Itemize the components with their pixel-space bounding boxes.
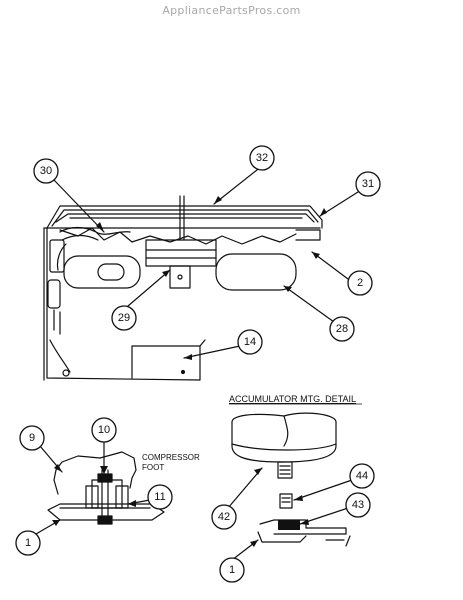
callout-29: 29 <box>118 312 130 324</box>
accumulator-detail <box>231 412 351 547</box>
callout-14: 14 <box>244 336 256 348</box>
leader-lines <box>35 165 359 561</box>
unit-cabinet <box>43 195 323 381</box>
callout-31: 31 <box>362 178 374 190</box>
callout-32: 32 <box>256 152 268 164</box>
watermark: AppliancePartsPros.com <box>162 4 301 17</box>
compressor-foot-label-line1: COMPRESSOR <box>142 453 200 462</box>
compressor-foot-label-line2: FOOT <box>142 463 164 472</box>
callout-circles <box>15 145 381 583</box>
callout-30: 30 <box>40 165 52 177</box>
callout-circle-31 <box>355 171 381 197</box>
callout-circle-9 <box>19 425 45 451</box>
callout-circle-30 <box>33 158 59 184</box>
callout-circle-42 <box>211 504 237 530</box>
callout-circle-44 <box>349 463 375 489</box>
callout-circle-29 <box>111 305 137 331</box>
accumulator-detail-title: ACCUMULATOR MTG. DETAIL <box>229 394 356 404</box>
callout-11: 11 <box>154 491 165 503</box>
callout-1b: 1 <box>229 564 235 576</box>
callout-circle-43 <box>345 492 371 518</box>
compressor-foot-detail <box>47 451 165 525</box>
callout-circle-28 <box>329 316 355 342</box>
callout-9: 9 <box>29 432 35 444</box>
callout-circle-1b <box>219 557 245 583</box>
callout-circle-11 <box>147 484 173 510</box>
callout-10: 10 <box>98 424 110 436</box>
callout-43: 43 <box>352 499 364 511</box>
arrowheads <box>52 196 327 547</box>
callout-1a: 1 <box>25 537 31 549</box>
callout-42: 42 <box>218 511 230 523</box>
callout-2: 2 <box>357 277 363 289</box>
callout-circle-1a <box>15 530 41 556</box>
callout-circle-32 <box>249 145 275 171</box>
callout-circle-14 <box>237 329 263 355</box>
callout-circle-10 <box>91 417 117 443</box>
callout-28: 28 <box>336 323 348 335</box>
callout-44: 44 <box>356 470 368 482</box>
callout-circle-2 <box>347 270 373 296</box>
